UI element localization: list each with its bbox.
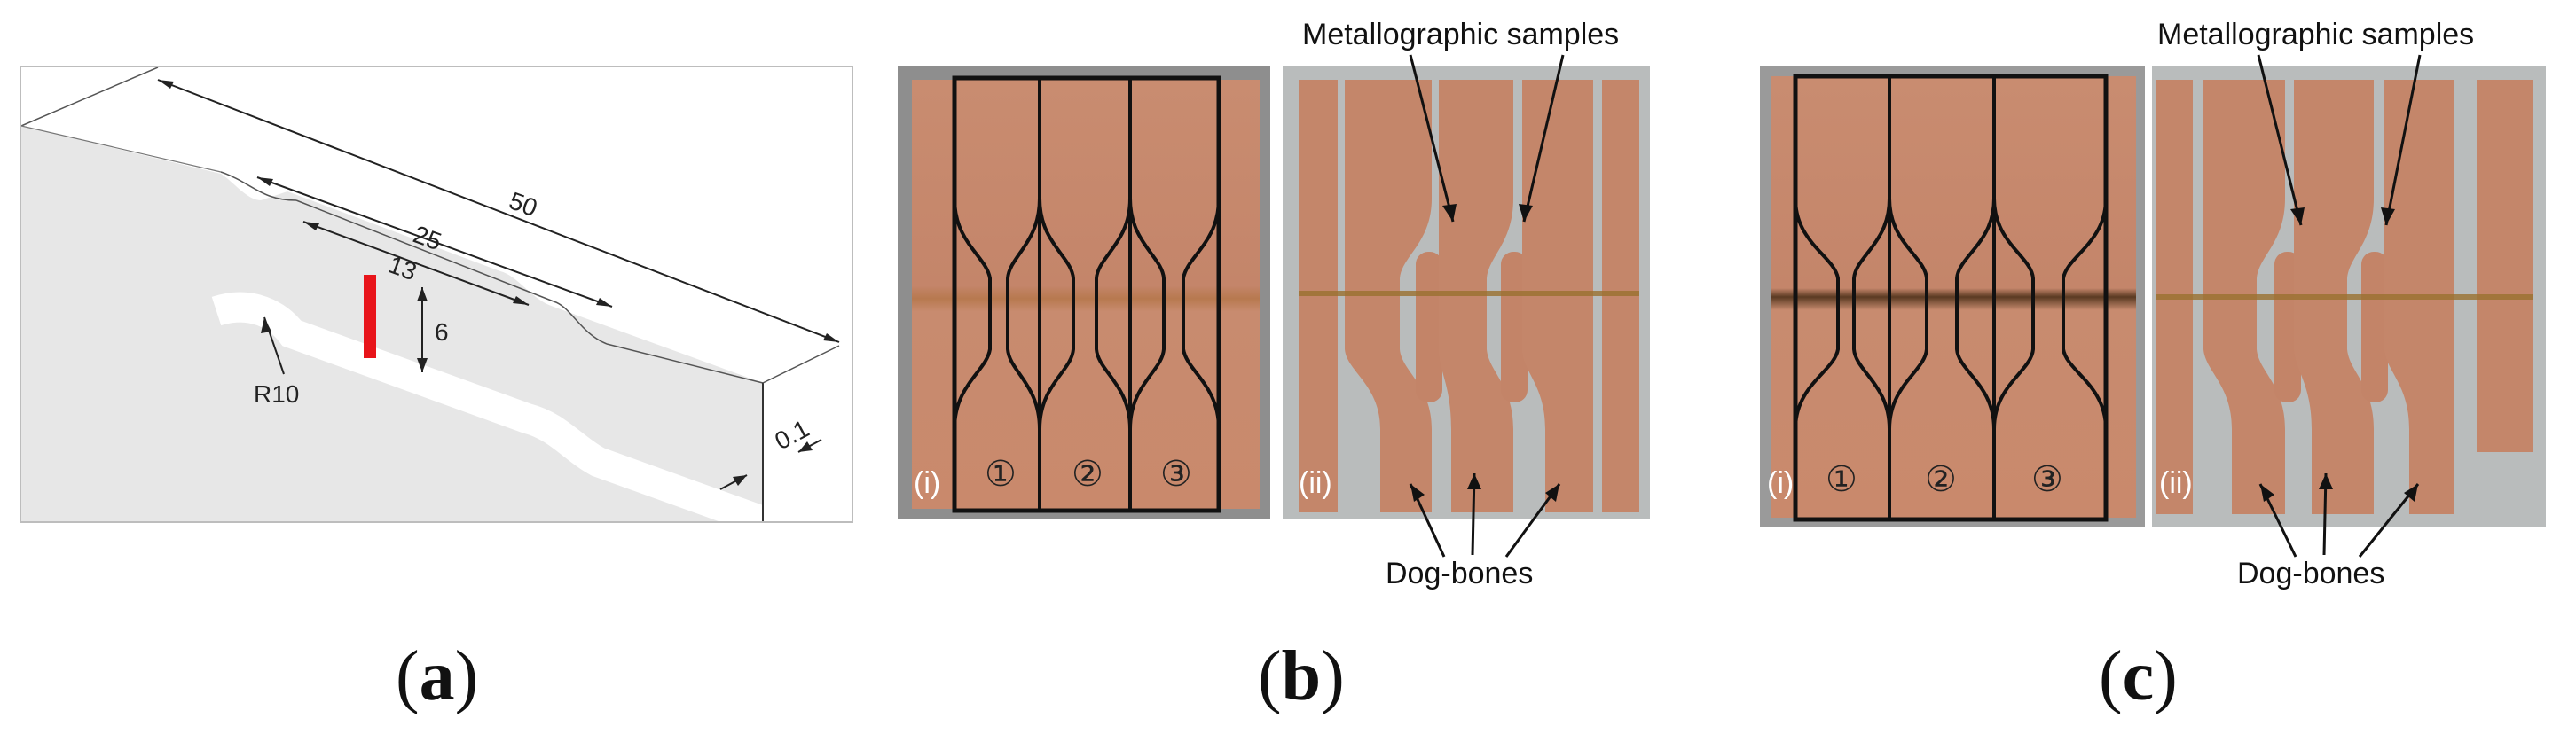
panel-a-drawing: 50 25 13 6 R10 0.1: [20, 50, 853, 535]
panel-b-photo-ii: (ii): [1283, 66, 1650, 519]
panel-c-photo-ii-label: (ii): [2159, 466, 2193, 500]
radius-label: R10: [254, 380, 299, 408]
region-number-2: ②: [1925, 460, 1957, 499]
panel-a-letter: (a): [396, 637, 479, 715]
region-number-1: ①: [985, 455, 1017, 494]
panel-b-photo-ii-label: (ii): [1299, 466, 1332, 500]
panel-b-photo-i: ① ② ③ (i): [898, 66, 1270, 519]
panel-b-photo-i-label: (i): [914, 466, 941, 500]
gauge-recess: [21, 308, 763, 521]
panel-c-photo-ii: (ii): [2152, 66, 2546, 527]
region-number-2: ②: [1072, 455, 1103, 494]
specimen-top-face: [21, 50, 852, 366]
dim-6-label: 6: [435, 318, 449, 346]
region-number-3: ③: [1160, 455, 1192, 494]
region-number-1: ①: [1826, 460, 1857, 499]
cross-section-marker: [364, 275, 376, 358]
panel-b-letter: (b): [1258, 637, 1345, 715]
panel-c-callout-metallographic: Metallographic samples: [2157, 18, 2475, 51]
panel-c-callout-dogbones: Dog-bones: [2237, 557, 2385, 590]
panel-b-callout-dogbones: Dog-bones: [1386, 557, 1534, 590]
dog-bone-isometric-drawing: 50 25 13 6 R10 0.1: [20, 50, 852, 535]
region-number-3: ③: [2031, 460, 2063, 499]
panel-c-photo-i: ① ② ③ (i): [1760, 66, 2145, 527]
panel-b-callout-metallographic: Metallographic samples: [1302, 18, 1620, 51]
panel-c-photo-i-label: (i): [1767, 466, 1795, 500]
panel-c-letter: (c): [2099, 637, 2178, 715]
